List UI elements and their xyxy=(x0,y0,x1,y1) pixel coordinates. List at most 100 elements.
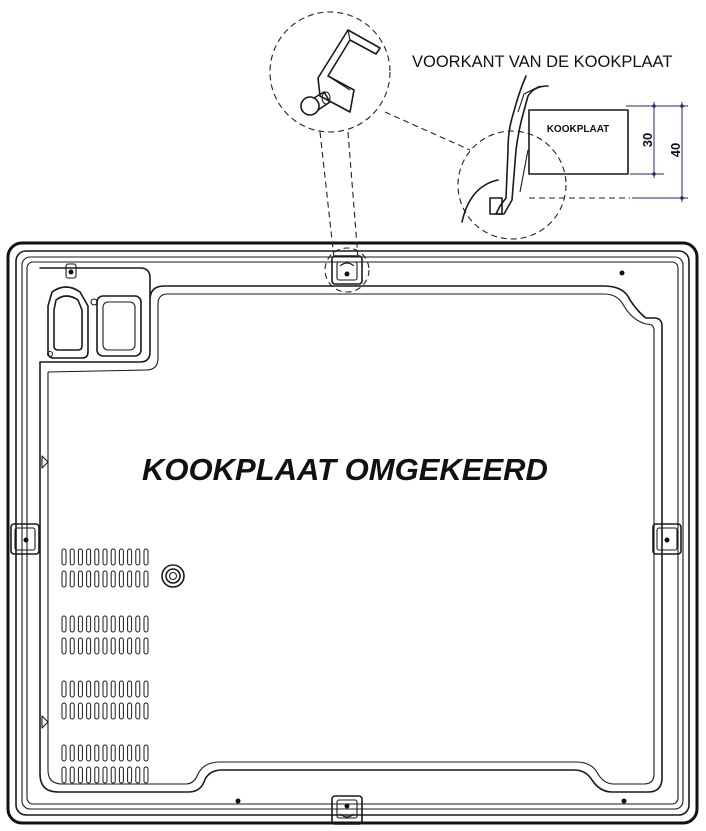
vent-slot xyxy=(94,680,100,698)
vent-slot xyxy=(61,637,67,655)
mounting-clip-left xyxy=(10,523,40,555)
vent-slot xyxy=(110,570,116,588)
vent-slot xyxy=(110,548,116,566)
vent-slot xyxy=(94,615,100,633)
vent-slot xyxy=(118,680,124,698)
vent-slot xyxy=(86,680,92,698)
vent-slot xyxy=(86,744,92,762)
vent-slot xyxy=(61,570,67,588)
vent-slot xyxy=(110,766,116,784)
vent-slot xyxy=(94,744,100,762)
vent-slot xyxy=(69,615,75,633)
vent-slot xyxy=(110,680,116,698)
vent-slot xyxy=(143,766,149,784)
mounting-clip-top xyxy=(331,255,363,285)
vent-slot xyxy=(94,766,100,784)
vent-slot xyxy=(102,548,108,566)
vent-slot xyxy=(102,744,108,762)
dimension-40: 40 xyxy=(668,143,683,157)
vent-slot xyxy=(77,615,83,633)
vent-slot xyxy=(127,744,133,762)
vent-slot xyxy=(118,744,124,762)
hob-frame-inner-2 xyxy=(21,256,684,810)
vent-slot xyxy=(61,702,67,720)
hob-bottom-tray xyxy=(39,267,663,793)
front-of-hob-label: VOORKANT VAN DE KOOKPLAAT xyxy=(412,53,672,71)
terminal-cover-left-inner xyxy=(53,295,83,351)
vent-slot xyxy=(135,680,141,698)
hob-body xyxy=(6,241,699,825)
vent-slot xyxy=(135,637,141,655)
vent-slot xyxy=(86,548,92,566)
hob-frame-inner-3 xyxy=(26,261,679,805)
cable-gland xyxy=(161,564,185,588)
clip-detail-callout xyxy=(269,11,391,293)
dimension-30: 30 xyxy=(640,133,655,147)
vent-slot xyxy=(110,637,116,655)
vent-slot xyxy=(61,744,67,762)
vent-slot xyxy=(143,570,149,588)
clip-detail-circle xyxy=(269,11,391,133)
hob-bottom-tray-inner xyxy=(47,293,655,785)
screw-hole xyxy=(235,798,241,804)
vent-slot xyxy=(61,615,67,633)
vent-slot xyxy=(135,702,141,720)
vent-slot xyxy=(118,615,124,633)
terminal-cover-right-inner xyxy=(102,301,136,351)
screw-hole xyxy=(619,270,625,276)
vent-slot xyxy=(127,766,133,784)
clip-screw xyxy=(300,91,331,116)
vent-slot xyxy=(102,680,108,698)
mounting-clip-bottom xyxy=(331,795,363,825)
dimension-lines xyxy=(626,102,688,202)
vent-slot xyxy=(110,744,116,762)
worktop-edge xyxy=(495,75,549,215)
vent-slot xyxy=(86,637,92,655)
section-detail-callout: KOOKPLAAT xyxy=(384,75,630,240)
vent-slot xyxy=(77,548,83,566)
hob-frame-inner-1 xyxy=(15,250,690,816)
vent-slot xyxy=(69,744,75,762)
vent-slot xyxy=(102,615,108,633)
vent-slot xyxy=(143,744,149,762)
vent-slot xyxy=(69,702,75,720)
vent-slot xyxy=(127,637,133,655)
hob-upside-down-label: KOOKPLAAT OMGEKEERD xyxy=(142,452,548,487)
vent-slot xyxy=(143,615,149,633)
vent-slot xyxy=(77,637,83,655)
vent-slot xyxy=(135,766,141,784)
vent-slot xyxy=(143,548,149,566)
vent-slot xyxy=(127,548,133,566)
vent-slot xyxy=(86,615,92,633)
vent-slot xyxy=(135,570,141,588)
vent-slot xyxy=(135,548,141,566)
vent-slot xyxy=(94,637,100,655)
vent-slot xyxy=(118,702,124,720)
vent-slot xyxy=(77,570,83,588)
vent-slot xyxy=(94,548,100,566)
section-detail-circle xyxy=(457,130,567,240)
hob-section-label: KOOKPLAAT xyxy=(547,124,610,135)
vent-slot xyxy=(94,570,100,588)
vent-slot xyxy=(118,637,124,655)
vent-slot xyxy=(143,637,149,655)
clip-bracket xyxy=(317,29,381,113)
vent-slot xyxy=(69,570,75,588)
vent-slot xyxy=(127,615,133,633)
mounting-clip-right xyxy=(652,523,682,555)
vent-slot xyxy=(77,766,83,784)
vent-slot xyxy=(127,680,133,698)
vent-slot xyxy=(86,766,92,784)
vent-slot xyxy=(110,702,116,720)
screw-hole xyxy=(68,269,74,275)
vent-slot xyxy=(69,680,75,698)
vent-slot xyxy=(102,637,108,655)
vent-slot xyxy=(86,570,92,588)
vent-slot xyxy=(102,766,108,784)
vent-slot xyxy=(61,548,67,566)
vent-slot xyxy=(77,744,83,762)
terminal-cover-left xyxy=(47,286,89,359)
terminal-cover-right xyxy=(96,295,142,357)
vent-slot xyxy=(135,615,141,633)
